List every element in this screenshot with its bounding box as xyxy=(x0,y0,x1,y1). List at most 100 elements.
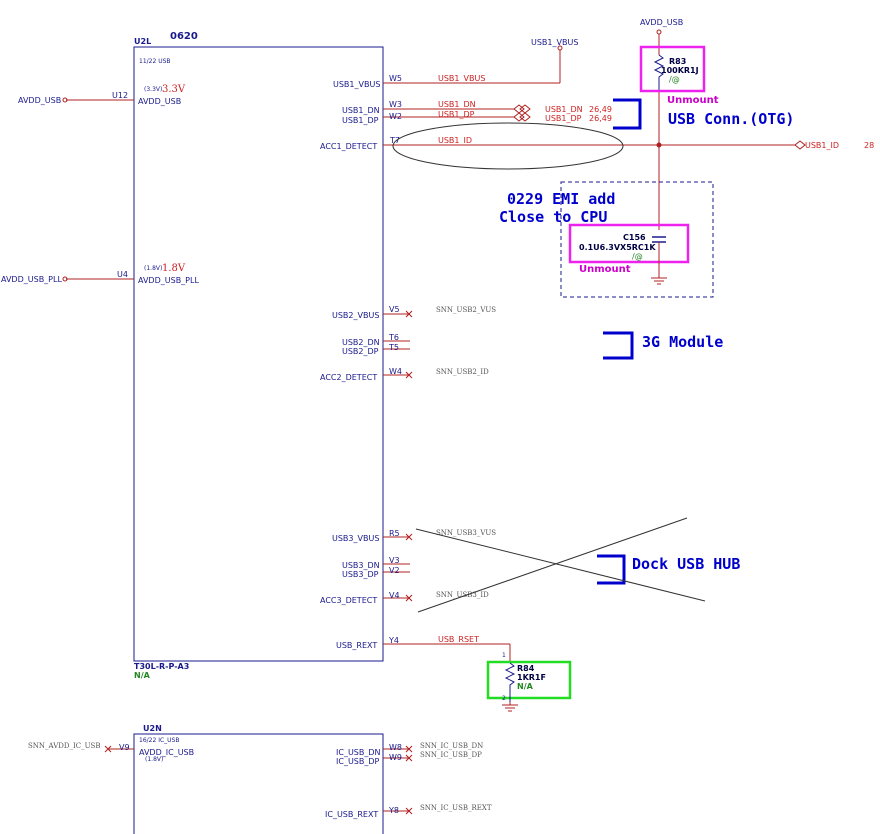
pin-number: V5 xyxy=(389,305,400,314)
pin-name: USB1_VBUS xyxy=(333,80,380,89)
pin-number: W5 xyxy=(389,74,402,83)
vbus-label: USB1_VBUS xyxy=(531,38,578,47)
pin-number: W2 xyxy=(389,112,402,121)
net-label: AVDD_USB xyxy=(18,96,61,105)
r84-pin-top: 1 xyxy=(502,652,506,659)
pin-name: USB2_VBUS xyxy=(332,311,379,320)
u2l-pin-avdd-usb[interactable]: AVDD_USB U12 AVDD_USB (3.3V) 3.3V xyxy=(18,84,186,106)
pin-number: V3 xyxy=(389,556,400,565)
net-label: SNN_USB3_VUS xyxy=(436,529,496,537)
pin-number: W9 xyxy=(389,753,402,762)
u2n-block: U2N 16/22 IC_USB (1.8V) SNN_AVDD_IC_USB … xyxy=(28,724,492,834)
pin-name: USB2_DN xyxy=(342,338,380,347)
r83-tag: /@ xyxy=(669,75,680,84)
offpage-id-label: USB1_ID xyxy=(805,141,839,150)
u2l-pin-usb-rext[interactable]: USB_REXT Y4 USB_RSET xyxy=(336,635,511,663)
u2n-pin-ic-usb-dp[interactable]: IC_USB_DP W9 SNN_IC_USB_DP xyxy=(336,751,482,766)
offpage-dn-ref: 26,49 xyxy=(589,105,612,114)
pin-name: USB1_DN xyxy=(342,106,380,115)
u2n-body xyxy=(133,733,384,834)
net-label: SNN_IC_USB_DN xyxy=(420,742,483,750)
pin-name: USB2_DP xyxy=(342,347,379,356)
u2n-pin-ic-usb-dn[interactable]: IC_USB_DN W8 SNN_IC_USB_DN xyxy=(336,742,483,757)
u2l-pin-acc1-detect[interactable]: ACC1_DETECT T7 USB1_ID xyxy=(320,136,795,151)
usb3-cross-line-2 xyxy=(417,517,688,613)
u2l-pin-acc2-detect[interactable]: ACC2_DETECT W4 SNN_USB2_ID xyxy=(320,367,489,382)
voltage-value: 3.3V xyxy=(162,84,186,95)
usb3-cross-line-1 xyxy=(415,528,706,602)
pin-number: W3 xyxy=(389,100,402,109)
c156-value: 0.1U6.3VX5RC1K xyxy=(579,243,656,252)
u2l-body xyxy=(133,46,384,662)
offpage-dn-label: USB1_DN xyxy=(545,105,583,114)
u2n-section: 16/22 IC_USB xyxy=(139,737,179,744)
pin-name: ACC3_DETECT xyxy=(320,596,377,605)
emi-group-box xyxy=(560,181,714,298)
c156-capacitor[interactable]: C156 0.1U6.3VX5RC1K /@ Unmount xyxy=(568,223,690,285)
net-label: USB1_ID xyxy=(438,136,472,145)
u2n-pin-ic-usb-rext[interactable]: IC_USB_REXT Y8 SNN_IC_USB_REXT xyxy=(325,804,492,819)
pin-name: IC_USB_DN xyxy=(336,748,381,757)
r83-power-label: AVDD_USB xyxy=(640,18,683,27)
pin-name: USB3_DP xyxy=(342,570,379,579)
offpage-id-ref: 28 xyxy=(864,141,874,150)
note-emi-line2: Close to CPU xyxy=(499,208,607,226)
pin-number: W4 xyxy=(389,367,402,376)
net-label: AVDD_USB_PLL xyxy=(1,275,62,284)
r84-status: N/A xyxy=(517,682,534,691)
voltage-value: 1.8V xyxy=(162,263,186,274)
net-label: SNN_AVDD_IC_USB xyxy=(28,742,101,750)
pin-name: USB_REXT xyxy=(336,641,377,650)
3g-module-bracket xyxy=(603,331,634,360)
r83-resistor[interactable]: AVDD_USB R83 100KR1J /@ Unmount xyxy=(639,18,719,230)
u2l-pin-usb2-vbus[interactable]: USB2_VBUS V5 SNN_USB2_VUS xyxy=(332,305,496,320)
r84-pin-bot: 2 xyxy=(502,695,506,702)
offpage-dp-label: USB1_DP xyxy=(545,114,582,123)
u2l-block: U2L 0620 11/22 USB T30L-R-P-A3 N/A AVDD_… xyxy=(1,31,795,680)
r83-status: Unmount xyxy=(667,95,719,106)
pin-name: USB1_DP xyxy=(342,116,379,125)
u2n-pin-avdd-ic-usb[interactable]: SNN_AVDD_IC_USB V9 AVDD_IC_USB xyxy=(28,742,194,757)
u2l-part-sub: N/A xyxy=(134,671,151,680)
offpage-dp-ref: 26,49 xyxy=(589,114,612,123)
usb1-offpage-connectors[interactable]: USB1_DN 26,49 USB1_DP 26,49 USB1_ID 28 xyxy=(513,104,874,150)
u2l-pin-usb2-dp[interactable]: USB2_DP T5 xyxy=(342,343,410,356)
pin-name: AVDD_USB xyxy=(138,97,181,106)
u2l-pin-usb1-vbus[interactable]: USB1_VBUS W5 USB1_VBUS USB1_VBUS xyxy=(333,38,578,89)
u2l-pin-acc3-detect[interactable]: ACC3_DETECT V4 SNN_USB3_ID xyxy=(320,591,489,605)
pin-number: T6 xyxy=(388,333,399,342)
junction-dot xyxy=(656,142,662,148)
net-label: SNN_USB2_ID xyxy=(436,368,489,376)
u2l-pin-usb3-dp[interactable]: USB3_DP V2 xyxy=(342,566,410,579)
u2l-pin-usb3-dn[interactable]: USB3_DN V3 xyxy=(342,556,410,570)
u2l-pin-usb1-dp[interactable]: USB1_DP W2 USB1_DP xyxy=(342,110,514,125)
pin-number: Y8 xyxy=(388,806,399,815)
r84-resistor[interactable]: 1 2 R84 1KR1F N/A xyxy=(486,652,572,712)
pin-number: V9 xyxy=(119,743,130,752)
dock-hub-bracket xyxy=(597,554,626,585)
pin-name: AVDD_IC_USB xyxy=(139,748,194,757)
pin-name: USB3_DN xyxy=(342,561,380,570)
net-label: USB1_DP xyxy=(438,110,475,119)
pin-number: T5 xyxy=(388,343,399,352)
u2l-pin-usb1-dn[interactable]: USB1_DN W3 USB1_DN xyxy=(342,100,514,115)
note-dock-hub: Dock USB HUB xyxy=(632,555,740,573)
net-label: USB1_VBUS xyxy=(438,74,485,83)
u2l-pin-usb3-vbus[interactable]: USB3_VBUS R5 SNN_USB3_VUS xyxy=(332,529,496,543)
c156-ref: C156 xyxy=(623,233,646,242)
u2l-pin-avdd-usb-pll[interactable]: AVDD_USB_PLL U4 AVDD_USB_PLL (1.8V) 1.8V xyxy=(1,263,199,285)
net-label: USB1_DN xyxy=(438,100,476,109)
pin-number: R5 xyxy=(389,529,400,538)
pin-number: V4 xyxy=(389,591,400,600)
r84-value: 1KR1F xyxy=(517,673,546,682)
pin-name: ACC2_DETECT xyxy=(320,373,377,382)
u2l-pin-usb2-dn[interactable]: USB2_DN T6 xyxy=(342,333,410,347)
r83-value: 100KR1J xyxy=(661,66,699,75)
pin-name: IC_USB_REXT xyxy=(325,810,378,819)
pin-number: U4 xyxy=(117,270,128,279)
pin-name: AVDD_USB_PLL xyxy=(138,276,199,285)
u2n-tag: (1.8V) xyxy=(145,756,163,763)
net-label: SNN_USB2_VUS xyxy=(436,306,496,314)
u2l-section: 11/22 USB xyxy=(139,58,171,65)
